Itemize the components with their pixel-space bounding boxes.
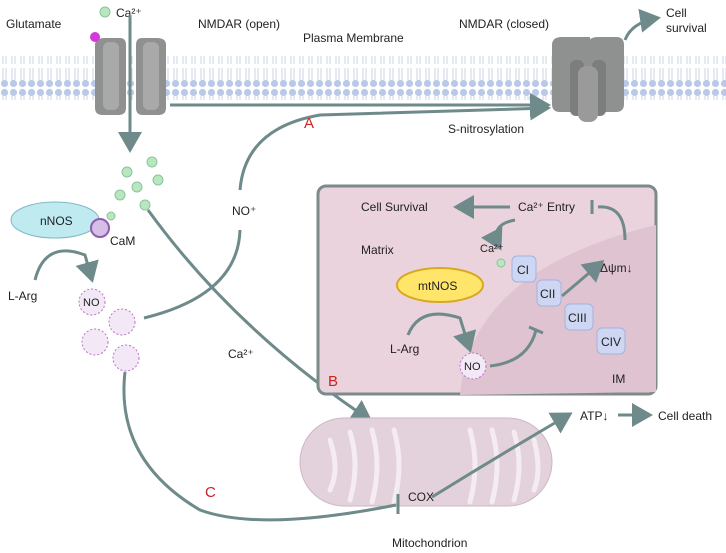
plasma-membrane-label: Plasma Membrane <box>303 31 404 45</box>
cii-label: CII <box>540 287 555 301</box>
no-plus-label: NO⁺ <box>232 204 256 218</box>
no-inset-circle <box>459 352 487 380</box>
s-nitrosylation-label: S-nitrosylation <box>448 122 524 136</box>
label-a: A <box>304 115 314 132</box>
civ-label: CIV <box>601 335 621 349</box>
cell-death-label: Cell death <box>658 409 712 423</box>
no-left-label: NO <box>83 297 100 309</box>
ci-label: CI <box>517 263 529 277</box>
nmdar-closed-label: NMDAR (closed) <box>459 17 549 31</box>
no-plus-arrow <box>238 96 551 191</box>
no-inhibit-complex-bar <box>528 325 544 335</box>
mtnos-label: mtNOS <box>418 279 457 293</box>
im-label: IM <box>612 372 625 386</box>
nnos-label: nNOS <box>40 214 73 228</box>
nmdar-closed-channel <box>552 37 624 122</box>
no-cluster-left <box>78 288 140 372</box>
cell-survival-top-label-1: Cell <box>666 6 687 20</box>
mitochondrion <box>299 417 553 507</box>
ca-inset-dot <box>496 258 506 268</box>
cox-to-atp-arrow <box>431 412 573 499</box>
ca-loop-arrow <box>481 218 516 251</box>
ca-entry-inhibit-line <box>597 205 627 241</box>
no-to-no-plus-line <box>143 229 242 320</box>
matrix-label: Matrix <box>361 243 394 257</box>
ca-dots-cluster <box>114 156 164 211</box>
ca-top-label: Ca²⁺ <box>116 6 142 20</box>
ca-to-mito-arrow <box>146 209 373 422</box>
l-arg-left-arrow <box>33 249 99 283</box>
mtnos-ellipse <box>396 267 484 303</box>
no-to-cox-inhibit-line <box>122 371 397 522</box>
cam-label: CaM <box>110 234 135 248</box>
complex-to-psi-arrow <box>561 260 605 298</box>
l-arg-inset-arrow <box>406 312 477 353</box>
nmdar-open-channel <box>95 38 166 115</box>
cell-survival-arrow <box>623 8 661 41</box>
l-arg-left-label: L-Arg <box>8 289 37 303</box>
label-c: C <box>205 484 216 501</box>
nmdar-open-label: NMDAR (open) <box>198 17 280 31</box>
l-arg-inset-label: L-Arg <box>390 342 419 356</box>
cell-survival-top-label-2: survival <box>666 21 707 35</box>
ca-inset-label: Ca²⁺ <box>480 243 504 255</box>
label-b: B <box>328 373 338 390</box>
mitochondrion-label: Mitochondrion <box>392 536 467 550</box>
ca-entry-label: Ca²⁺ Entry <box>518 200 575 214</box>
glutamate-dot <box>90 32 100 42</box>
ca-dot-top <box>99 6 111 18</box>
ca-mid-label: Ca²⁺ <box>228 347 254 361</box>
no-inset-label: NO <box>464 361 481 373</box>
no-inhibit-complex-line <box>489 329 538 368</box>
cox-label: COX <box>408 490 434 504</box>
atp-label: ATP↓ <box>580 409 608 423</box>
cam-circle <box>90 218 110 238</box>
cell-survival-inset-label: Cell Survival <box>361 200 428 214</box>
delta-psi-label: Δψm↓ <box>600 261 633 275</box>
cam-ca-dot <box>106 211 116 221</box>
electron-transport-complexes <box>511 255 626 355</box>
glutamate-label: Glutamate <box>6 17 62 31</box>
ciii-label: CIII <box>568 311 587 325</box>
